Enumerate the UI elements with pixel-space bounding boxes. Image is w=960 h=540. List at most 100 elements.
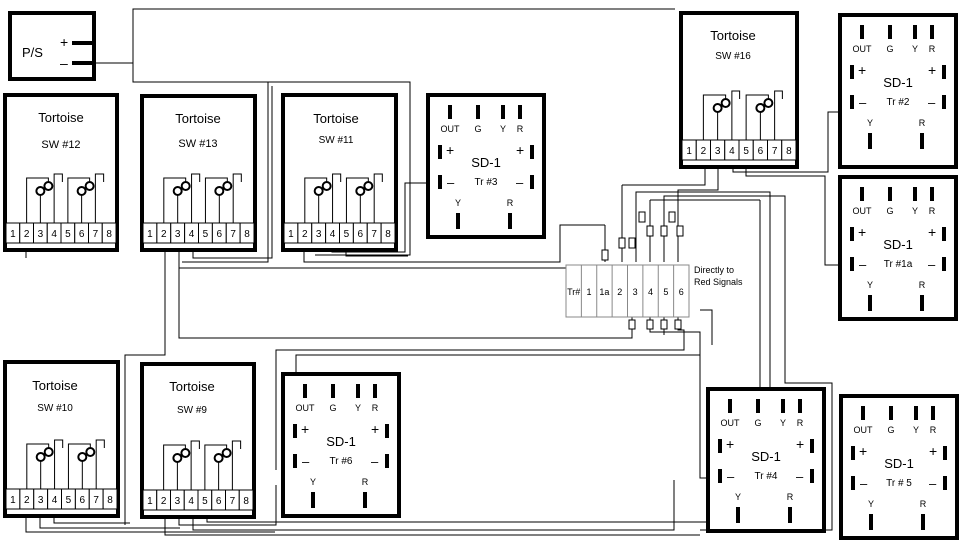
contact-point [763, 98, 774, 108]
terminal-pin-label: 5 [65, 229, 71, 240]
tortoise-title: Tortoise [38, 110, 84, 125]
terminal-pin-label: 2 [302, 229, 308, 240]
terminal-pin-label: 1 [147, 496, 153, 507]
terminal-pin-label: 6 [217, 229, 223, 240]
sd1-bottom-label: Y [867, 118, 873, 128]
resistor [646, 319, 654, 330]
contact-point [321, 181, 332, 191]
terminal-pin-label: 6 [79, 229, 85, 240]
tortoise-title: Tortoise [175, 111, 221, 126]
sd1-minus: – [727, 469, 735, 484]
sd1-minus: – [302, 454, 310, 469]
sd1-pin-label: R [930, 425, 937, 435]
power-supply-label: P/S [22, 45, 43, 60]
sd1-title: SD-1 [883, 237, 913, 252]
strip-cell-label: 1 [587, 287, 592, 297]
terminal-pin-label: 4 [52, 495, 58, 506]
wires [25, 8, 853, 536]
resistor [628, 319, 636, 330]
terminal-pin-label: 3 [175, 229, 181, 240]
strip-cell-label: 6 [679, 287, 684, 297]
sd1-pin-label: G [886, 44, 893, 54]
terminal-pin [238, 489, 254, 511]
strip-cell-label: 2 [617, 287, 622, 297]
sd1-minus: – [928, 257, 936, 272]
sd1-pin-label: Y [912, 206, 918, 216]
terminal-pin-label: 5 [203, 229, 209, 240]
terminal-pin-label: 1 [288, 229, 294, 240]
strip-cell-label: 3 [633, 287, 638, 297]
terminal-pin-label: 5 [743, 146, 749, 157]
resistor [660, 225, 668, 237]
contact-point [85, 447, 96, 457]
sd1-bottom-label: R [787, 492, 794, 502]
contact-point [84, 181, 95, 191]
terminal-pin-label: 3 [38, 229, 44, 240]
sd1-pin-label: Y [355, 403, 361, 413]
contact-point [313, 186, 324, 196]
tortoise-name: SW #16 [715, 51, 751, 62]
sd1-pin-label: R [929, 44, 936, 54]
sd1-track-name: Tr # 5 [886, 478, 912, 489]
contact-point [720, 98, 731, 108]
terminal-pin-label: 7 [371, 229, 377, 240]
contact-point [172, 453, 183, 463]
terminal-pin-label: 5 [202, 496, 208, 507]
terminal-pin-label: 2 [24, 229, 30, 240]
tortoise-title: Tortoise [710, 28, 756, 43]
sd1-pin-label: OUT [853, 44, 873, 54]
sd1-minus: – [516, 175, 524, 190]
terminal-pin-label: 8 [107, 495, 113, 506]
terminal-pin-label: 1 [10, 229, 16, 240]
sd1-plus: + [858, 62, 866, 78]
sd1-bottom-label: R [920, 499, 927, 509]
strip-cell-label: 1a [599, 287, 609, 297]
sd1-plus: + [928, 224, 936, 240]
sd1-pin-label: R [372, 403, 379, 413]
sd1-bottom-label: Y [867, 280, 873, 290]
terminal-pin-label: 2 [24, 495, 30, 506]
contact-point [363, 181, 374, 191]
sd1-minus: – [929, 476, 937, 491]
contact-point [172, 186, 183, 196]
tortoise-name: SW #10 [37, 403, 73, 414]
contact-point [214, 186, 225, 196]
sd1-pin-label: OUT [441, 124, 461, 134]
sd1-pin-label: G [474, 124, 481, 134]
sd1-pin-label: G [329, 403, 336, 413]
sd1-plus: + [446, 142, 454, 158]
power-supply: P/S + – [8, 11, 96, 81]
terminal-pin-label: 6 [216, 496, 222, 507]
terminal-pin-label: 4 [188, 496, 194, 507]
tortoise-name: SW #9 [177, 405, 207, 416]
contact-point [43, 447, 54, 457]
sd1-track-name: Tr #3 [475, 177, 498, 188]
contact-point [712, 103, 723, 113]
terminal-pin-label: 6 [758, 146, 764, 157]
terminal-pin-label: 4 [729, 146, 735, 157]
sd1-title: SD-1 [884, 456, 914, 471]
sd1-bottom-label: R [507, 198, 514, 208]
sd1-plus: + [929, 443, 937, 459]
contact-point [180, 181, 191, 191]
sd1-minus: – [796, 469, 804, 484]
terminal-pin [781, 139, 797, 161]
sd1-pin-label: R [517, 124, 524, 134]
terminal-pin-label: 7 [230, 496, 236, 507]
sd1-pin-label: OUT [853, 206, 873, 216]
terminal-pin [239, 222, 255, 244]
terminal-pin-label: 7 [93, 229, 99, 240]
terminal-pin-label: 6 [80, 495, 86, 506]
sd1-pin-label: OUT [721, 418, 741, 428]
resistor [601, 249, 609, 261]
sd1-plus: + [796, 436, 804, 452]
contact-point [35, 186, 46, 196]
sd1-pin-label: OUT [296, 403, 316, 413]
